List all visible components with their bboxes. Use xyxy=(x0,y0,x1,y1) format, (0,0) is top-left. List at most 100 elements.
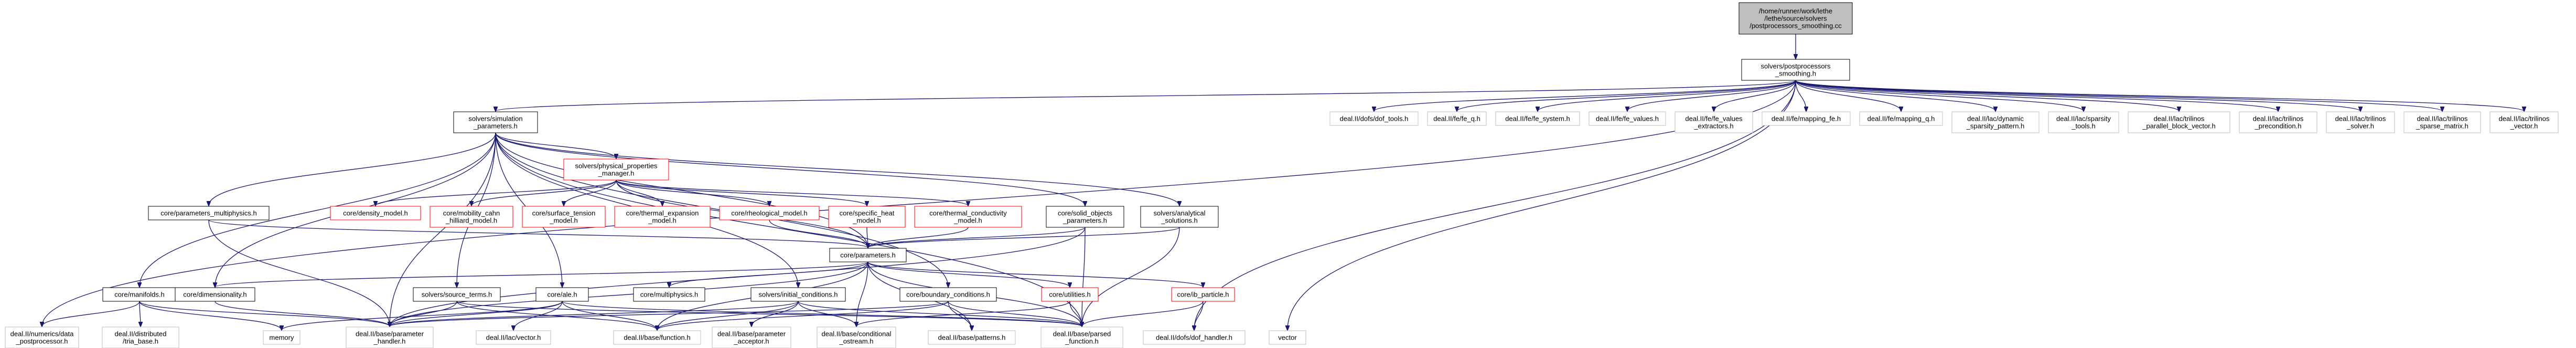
include-edge-params_multiphysics-to-param_handler xyxy=(208,219,390,326)
include-edge-pps-to-trilinos_solver xyxy=(1795,80,2360,111)
node-fe-q: deal.II/fe/fe_q.h xyxy=(1427,111,1487,126)
node-trilinos-pbv: deal.II/lac/trilinos_parallel_block_vect… xyxy=(2128,111,2230,133)
node-label: solvers/physical_properties xyxy=(575,162,658,170)
node-layer: /home/runner/work/lethe/lethe/source/sol… xyxy=(5,2,2559,348)
node-solid-objects[interactable]: core/solid_objects_parameters.h xyxy=(1046,206,1124,228)
include-edge-simparam-to-solid_objects xyxy=(495,132,1085,206)
node-label: core/parameters_multiphysics.h xyxy=(160,209,257,217)
node-specific-heat[interactable]: core/specific_heat_model.h xyxy=(828,206,906,228)
node-initial-cond[interactable]: solvers/initial_conditions.h xyxy=(750,287,846,302)
node-utilities[interactable]: core/utilities.h xyxy=(1041,287,1099,302)
node-param-acceptor: deal.II/base/parameter_acceptor.h xyxy=(712,326,791,348)
include-edge-dimensionality-to-param_handler xyxy=(214,301,390,326)
node-label: _smoothing.h xyxy=(1775,70,1816,78)
node-physprop[interactable]: solvers/physical_properties_manager.h xyxy=(563,159,669,181)
include-edge-physprop-to-density xyxy=(375,180,617,206)
include-edge-simparam-to-manifolds xyxy=(139,132,496,287)
node-label: _ostream.h xyxy=(839,338,873,345)
node-label: deal.II/numerics/data xyxy=(10,330,74,338)
node-density[interactable]: core/density_model.h xyxy=(330,206,421,220)
node-label: solvers/postprocessors xyxy=(1761,62,1831,70)
node-label: _vector.h xyxy=(2510,122,2538,130)
node-label: core/solid_objects xyxy=(1058,209,1113,217)
node-label: _model.h xyxy=(852,217,881,225)
include-edge-simparam-to-params_multiphysics xyxy=(209,132,496,206)
node-surface-tension[interactable]: core/surface_tension_model.h xyxy=(522,206,606,228)
include-edge-core_ale-to-memory xyxy=(282,301,563,330)
node-pps[interactable]: solvers/postprocessors_smoothing.h xyxy=(1741,59,1850,81)
node-label: core/rheological_model.h xyxy=(731,209,807,217)
node-numerics-data-pp: deal.II/numerics/data_postprocessor.h xyxy=(5,326,79,348)
node-dimensionality[interactable]: core/dimensionality.h xyxy=(175,287,255,302)
node-mobility[interactable]: core/mobility_cahn_hilliard_model.h xyxy=(430,206,513,228)
node-parameters[interactable]: core/parameters.h xyxy=(829,248,907,262)
node-label: /lethe/source/solvers xyxy=(1764,15,1827,23)
node-dof-tools: deal.II/dofs/dof_tools.h xyxy=(1329,111,1419,126)
node-ib-particle[interactable]: core/ib_particle.h xyxy=(1171,287,1235,302)
node-label: _tools.h xyxy=(2071,122,2096,130)
node-multiphysics[interactable]: core/multiphysics.h xyxy=(633,287,705,302)
node-label: deal.II/base/patterns.h xyxy=(938,334,1006,342)
include-edge-simparam-to-analytical xyxy=(495,132,1179,206)
node-param-handler: deal.II/base/parameter_handler.h xyxy=(346,326,434,348)
include-edge-pps-to-trilinos_sparse xyxy=(1795,80,2442,111)
node-label: deal.II/lac/trilinos xyxy=(2417,115,2468,123)
node-root[interactable]: /home/runner/work/lethe/lethe/source/sol… xyxy=(1738,2,1853,35)
node-fe-system: deal.II/fe/fe_system.h xyxy=(1495,111,1580,126)
node-distributed-tria: deal.II/distributed/tria_base.h xyxy=(102,326,179,348)
include-edge-parameters-to-dimensionality xyxy=(215,261,868,287)
node-source-terms[interactable]: solvers/source_terms.h xyxy=(413,287,501,302)
node-label: core/ale.h xyxy=(547,291,577,299)
include-edge-simparam-to-physprop xyxy=(495,132,616,159)
node-rheo[interactable]: core/rheological_model.h xyxy=(719,206,820,220)
include-edge-pps-to-fe_values_extr xyxy=(1714,80,1796,111)
include-edge-pps-to-vector xyxy=(1287,80,1796,330)
node-label: deal.II/lac/sparsity xyxy=(2056,115,2111,123)
node-simparam[interactable]: solvers/simulation_parameters.h xyxy=(453,111,538,133)
node-label: _precondition.h xyxy=(2255,122,2302,130)
include-edge-initial_cond-to-conditional_ostream xyxy=(798,301,856,326)
node-vector: vector xyxy=(1269,330,1306,345)
node-parsed-function: deal.II/base/parsed_function.h xyxy=(1040,326,1123,348)
include-edge-pps-to-mapping_fe xyxy=(1795,80,1806,111)
node-label: deal.II/fe/fe_q.h xyxy=(1433,115,1480,123)
node-label: _sparse_matrix.h xyxy=(2416,122,2468,130)
node-sparsity-tools: deal.II/lac/sparsity_tools.h xyxy=(2048,111,2119,133)
node-analytical[interactable]: solvers/analytical_solutions.h xyxy=(1140,206,1219,228)
node-fe-values: deal.II/fe/fe_values.h xyxy=(1588,111,1666,126)
node-manifolds[interactable]: core/manifolds.h xyxy=(102,287,177,302)
node-label: vector xyxy=(1278,334,1297,342)
node-label: solvers/source_terms.h xyxy=(422,291,492,299)
node-label: /tria_base.h xyxy=(123,338,158,345)
node-label: _parallel_block_vector.h xyxy=(2142,122,2215,130)
include-edge-initial_cond-to-parsed_function xyxy=(798,301,1082,326)
node-thermal-cond[interactable]: core/thermal_conductivity_model.h xyxy=(914,206,1022,228)
include-edge-pps-to-dof_tools xyxy=(1374,80,1796,111)
node-label: core/mobility_cahn xyxy=(443,209,500,217)
include-edge-parameters-to-ib_particle xyxy=(867,261,1203,287)
include-edge-pps-to-fe_q xyxy=(1457,80,1796,111)
include-edge-physprop-to-specific_heat xyxy=(616,180,867,206)
node-label: deal.II/fe/mapping_fe.h xyxy=(1772,115,1841,123)
include-edge-pps-to-fe_values xyxy=(1627,80,1796,111)
include-edge-physprop-to-thermal_cond xyxy=(616,180,968,206)
include-edge-params_multiphysics-to-parameters xyxy=(208,219,868,248)
node-label: core/utilities.h xyxy=(1049,291,1090,299)
include-edge-physprop-to-surface_tension xyxy=(564,180,617,206)
include-edge-source_terms-to-param_handler xyxy=(390,301,457,326)
node-label: deal.II/lac/dynamic xyxy=(1967,115,2024,123)
node-thermal-exp[interactable]: core/thermal_expansion_model.h xyxy=(614,206,711,228)
node-label: deal.II/fe/fe_values.h xyxy=(1596,115,1659,123)
node-core-ale[interactable]: core/ale.h xyxy=(535,287,589,302)
node-label: deal.II/lac/trilinos xyxy=(2499,115,2550,123)
node-label: core/surface_tension xyxy=(532,209,596,217)
node-label: _parameters.h xyxy=(473,122,518,130)
node-mapping-q: deal.II/fe/mapping_q.h xyxy=(1859,111,1943,126)
node-label: _model.h xyxy=(549,217,577,225)
include-edge-solid_objects-to-parameters xyxy=(868,227,1086,248)
node-label: core/boundary_conditions.h xyxy=(906,291,990,299)
node-trilinos-prec: deal.II/lac/trilinos_precondition.h xyxy=(2239,111,2317,133)
node-params-multiphysics[interactable]: core/parameters_multiphysics.h xyxy=(148,206,270,220)
node-boundary-cond[interactable]: core/boundary_conditions.h xyxy=(899,287,997,302)
